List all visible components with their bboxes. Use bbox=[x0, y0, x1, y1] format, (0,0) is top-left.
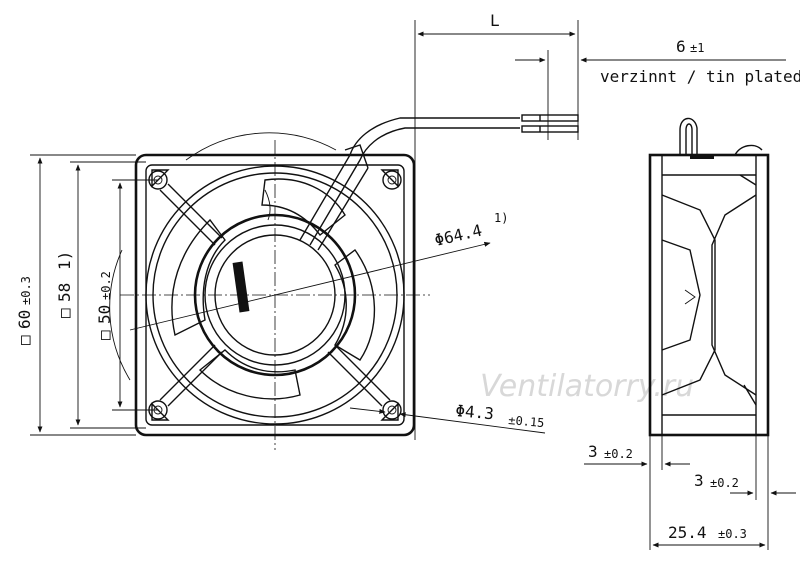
frame-60-tol: ±0.3 bbox=[19, 276, 33, 305]
fan-front-view bbox=[109, 117, 520, 450]
motor-struts bbox=[159, 183, 391, 407]
square-symbol-60: □ bbox=[15, 335, 34, 345]
outer-diameter: Φ64.4 bbox=[433, 221, 484, 250]
depth-tol: ±0.3 bbox=[718, 527, 747, 541]
frame-58-note: 1) bbox=[55, 251, 74, 270]
lead-ends bbox=[521, 114, 579, 133]
frame-60: 60 bbox=[15, 310, 34, 329]
flange-top-tol: ±0.2 bbox=[604, 447, 633, 461]
hole-spacing: 50 bbox=[95, 305, 114, 324]
dim-L-label: L bbox=[490, 11, 500, 30]
watermark: Ventilatorry.ru bbox=[480, 369, 694, 404]
dimension-hole: Φ4.3 ±0.15 bbox=[349, 401, 546, 434]
flange-top: 3 bbox=[588, 442, 598, 461]
dimension-flange-bottom: 3 ±0.2 bbox=[694, 436, 796, 550]
fan-cable bbox=[299, 117, 520, 251]
dimension-hole-spacing-50: □ 50 ±0.2 bbox=[95, 179, 158, 411]
frame-58: 58 bbox=[55, 283, 74, 302]
square-symbol-50: □ bbox=[95, 330, 114, 340]
outer-diameter-note: 1) bbox=[494, 211, 508, 225]
fan-side-view bbox=[648, 117, 770, 437]
dimension-lead-6: 6 ±1 verzinnt / tin plated bbox=[515, 37, 800, 140]
dimension-frame-58: □ 58 1) bbox=[55, 161, 146, 429]
square-symbol-58: □ bbox=[55, 308, 74, 318]
dimension-L: L bbox=[414, 11, 579, 440]
dimension-frame-60: □ 60 ±0.3 bbox=[15, 154, 136, 436]
depth: 25.4 bbox=[668, 523, 707, 542]
tin-plated-note: verzinnt / tin plated bbox=[600, 67, 800, 86]
dimension-diameter-64: Φ64.4 1) bbox=[433, 211, 509, 250]
hole-diameter: Φ4.3 bbox=[455, 401, 495, 423]
lead-length: 6 bbox=[676, 37, 686, 56]
flange-bottom-tol: ±0.2 bbox=[710, 476, 739, 490]
hub-label bbox=[232, 261, 250, 313]
lead-length-tol: ±1 bbox=[690, 41, 704, 55]
dimension-flange-top: 3 ±0.2 bbox=[584, 436, 690, 550]
dimension-depth: 25.4 ±0.3 bbox=[652, 523, 766, 548]
hole-diameter-tol: ±0.15 bbox=[508, 413, 545, 430]
hole-spacing-tol: ±0.2 bbox=[99, 271, 113, 300]
flange-bottom: 3 bbox=[694, 471, 704, 490]
